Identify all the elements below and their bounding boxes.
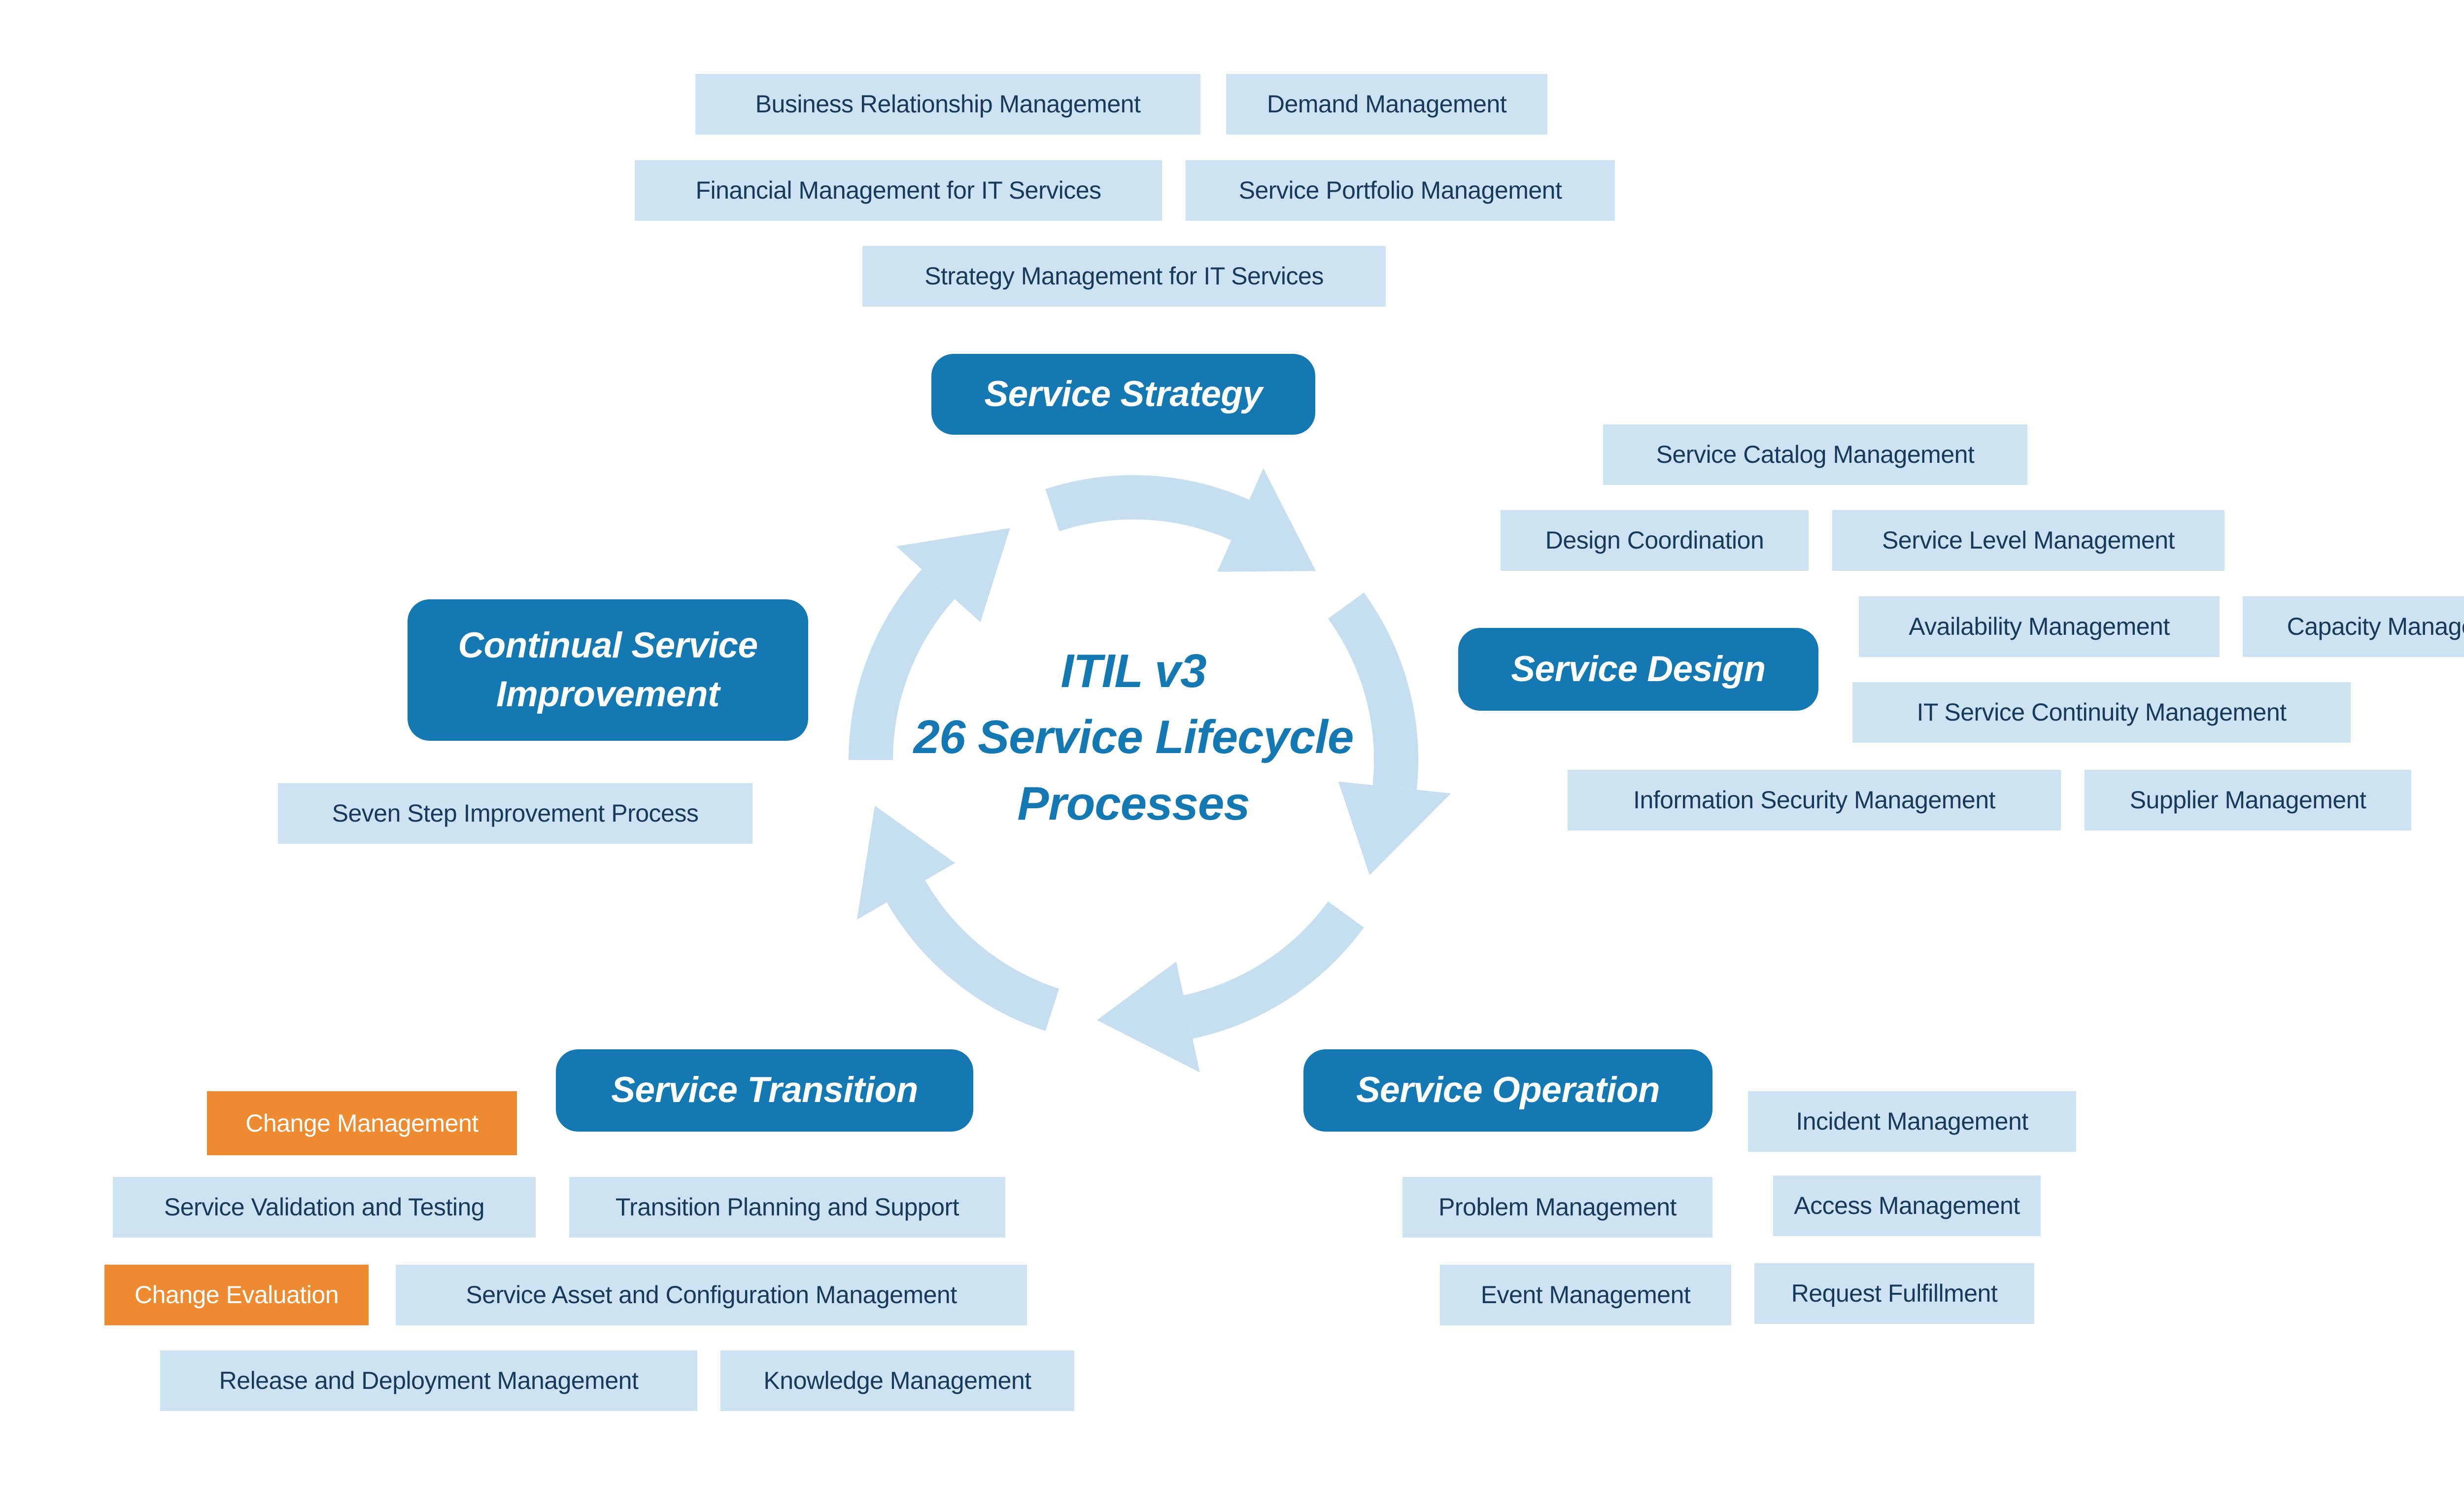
process-service-portfolio-management: Service Portfolio Management [1186, 160, 1615, 221]
process-supplier-management: Supplier Management [2085, 770, 2411, 830]
center-title-line1: ITIL v3 [1061, 645, 1206, 697]
stage-service-operation: Service Operation [1303, 1049, 1712, 1132]
process-financial-management-for-it-services: Financial Management for IT Services [635, 160, 1162, 221]
process-demand-management: Demand Management [1226, 74, 1547, 135]
process-service-level-management: Service Level Management [1832, 510, 2224, 571]
process-information-security-management: Information Security Management [1568, 770, 2061, 830]
process-availability-management: Availability Management [1859, 596, 2220, 657]
stage-service-strategy: Service Strategy [931, 354, 1315, 435]
stage-service-transition: Service Transition [556, 1049, 973, 1132]
process-knowledge-management: Knowledge Management [720, 1350, 1074, 1411]
process-it-service-continuity-management: IT Service Continuity Management [1852, 682, 2351, 743]
process-service-catalog-management: Service Catalog Management [1603, 424, 2027, 485]
center-title-line3: Processes [1017, 777, 1250, 830]
process-strategy-management-for-it-services: Strategy Management for IT Services [862, 246, 1386, 307]
process-event-management: Event Management [1440, 1265, 1731, 1325]
process-problem-management: Problem Management [1403, 1177, 1712, 1238]
process-service-validation-and-testing: Service Validation and Testing [113, 1177, 536, 1238]
stage-continual-service-improvement: Continual Service Improvement [408, 599, 808, 741]
center-title: ITIL v3 26 Service Lifecycle Processes [665, 638, 1602, 837]
process-business-relationship-management: Business Relationship Management [695, 74, 1200, 135]
process-transition-planning-and-support: Transition Planning and Support [569, 1177, 1005, 1238]
process-capacity-management: Capacity Management [2243, 596, 2464, 657]
stage-service-design: Service Design [1458, 628, 1818, 711]
process-seven-step-improvement-process: Seven Step Improvement Process [278, 783, 753, 844]
process-design-coordination: Design Coordination [1501, 510, 1809, 571]
process-change-evaluation: Change Evaluation [104, 1265, 369, 1325]
process-incident-management: Incident Management [1748, 1091, 2076, 1152]
process-release-and-deployment-management: Release and Deployment Management [160, 1350, 697, 1411]
process-change-management: Change Management [207, 1091, 517, 1155]
process-access-management: Access Management [1773, 1175, 2041, 1236]
process-service-asset-and-configuration-management: Service Asset and Configuration Manageme… [396, 1265, 1027, 1325]
process-request-fulfillment: Request Fulfillment [1754, 1263, 2034, 1324]
center-title-line2: 26 Service Lifecycle [913, 711, 1354, 764]
